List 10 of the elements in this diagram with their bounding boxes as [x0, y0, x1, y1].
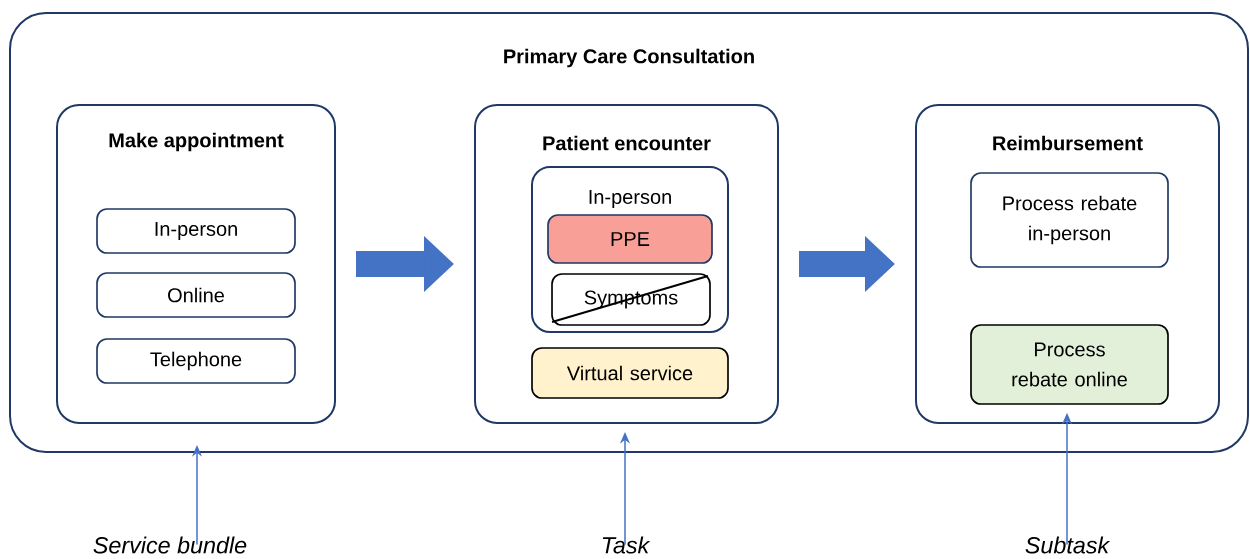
axis-label: Service bundle	[93, 536, 247, 554]
task-box: Virtual service	[531, 347, 729, 399]
task-box: Online	[96, 272, 296, 318]
task-box: Process rebate online	[970, 324, 1169, 405]
task-box: In-person	[96, 208, 296, 254]
axis-label: Task	[602, 536, 651, 554]
axis-label: Subtask	[1025, 536, 1111, 554]
task-box: PPE	[547, 214, 713, 264]
task-box: Process rebate in-person	[970, 172, 1169, 268]
task-box: Telephone	[96, 338, 296, 384]
